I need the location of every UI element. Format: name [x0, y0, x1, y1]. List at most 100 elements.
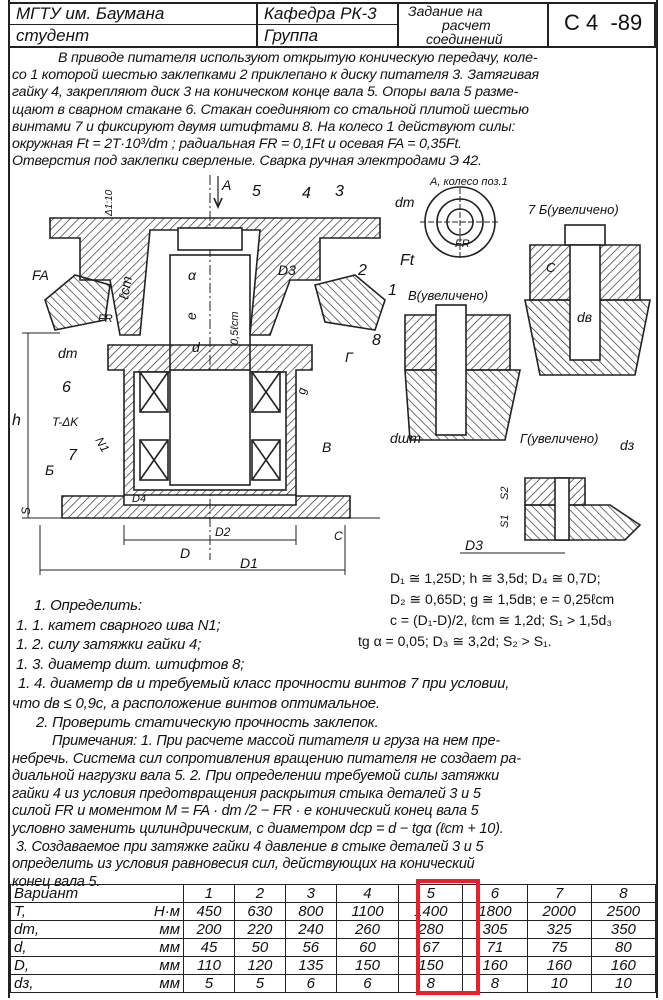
- divider: [256, 4, 258, 46]
- task-title-line2: расчет: [442, 17, 491, 33]
- bolt-db-label: dв: [577, 309, 592, 325]
- tolerance-label: Δ1:10: [104, 189, 115, 217]
- bolt-7: [569, 244, 601, 361]
- table-cell: 260: [335, 920, 400, 939]
- detail-g-bottom: [524, 504, 642, 541]
- university-name: МГТУ им. Баумана: [16, 4, 165, 23]
- variant-header: Вариант: [10, 884, 137, 903]
- task-list: 1. Определить: 1. 1. катет сварного шва …: [12, 596, 652, 733]
- note-line: небречь. Система сил сопротивления враще…: [12, 750, 521, 767]
- table-cell: 325: [526, 920, 592, 939]
- formula-line: D₁ ≅ 1,25D; h ≅ 3,5d; D₄ ≅ 0,7D;: [390, 570, 601, 586]
- g-label: g: [294, 386, 309, 395]
- text-line: щают в сварном стакане 6. Стакан соединя…: [12, 101, 529, 118]
- gear-1-right: [314, 274, 386, 331]
- unit-cell: [137, 884, 184, 903]
- D-label: D: [180, 545, 190, 561]
- parameter-unit: мм: [137, 920, 184, 939]
- detail-g-mark: Г: [345, 349, 354, 365]
- detail-b-caption: 7 Б(увеличено): [528, 202, 619, 217]
- table-header-row: Вариант 1 2 3 4 5 6 7 8: [10, 884, 657, 903]
- table-cell: 1100: [335, 902, 400, 921]
- table-cell: 2500: [590, 902, 657, 921]
- department-name: Кафедра РК-3: [264, 4, 377, 23]
- table-cell: 10: [590, 974, 657, 993]
- variant-number: 7: [526, 884, 592, 903]
- divider: [397, 4, 399, 46]
- table-cell: 150: [335, 956, 400, 975]
- formula-line: tg α = 0,05; D₃ ≅ 3,2d; S₂ > S₁.: [358, 633, 552, 649]
- pin-8: [435, 304, 467, 436]
- table-cell: 5: [233, 974, 286, 993]
- variant-number: 3: [284, 884, 337, 903]
- notes: Примечания: 1. При расчете массой питате…: [12, 733, 652, 891]
- text-line: Отверстия под заклепки сверленые. Сварка…: [12, 153, 482, 170]
- task-title-line1: Задание на: [408, 3, 483, 19]
- c-label: C: [334, 529, 343, 543]
- text-line: со 1 которой шестью заклепками 2 приклеп…: [12, 67, 539, 84]
- table-cell: 450: [183, 902, 235, 921]
- s1-label: S1: [499, 515, 511, 528]
- detail-v-mark: В: [322, 439, 331, 455]
- nut-4: [177, 227, 243, 251]
- variant-number: 2: [233, 884, 286, 903]
- base-plate: [61, 495, 351, 519]
- variant-number: 4: [335, 884, 400, 903]
- view-a-dm-label: dm: [395, 194, 415, 210]
- d3-label: D3: [278, 262, 296, 278]
- text-line: В приводе питателя используют открытую к…: [58, 50, 538, 66]
- part-5-label: 5: [252, 183, 261, 200]
- variant-number: 1: [183, 884, 235, 903]
- table-cell: 160: [526, 956, 592, 975]
- note-line: силой FR и моментом M = FA · dm /2 − FR …: [12, 803, 479, 820]
- part-3-label: 3: [335, 183, 344, 200]
- parameter-unit: мм: [137, 974, 184, 993]
- table-cell: 800: [284, 902, 337, 921]
- note-line: условно заменить цилиндрическим, с диаме…: [12, 820, 504, 837]
- part-6-label: 6: [62, 379, 71, 396]
- disk-3: [49, 217, 381, 336]
- table-cell: 6: [335, 974, 400, 993]
- note-line: Примечания: 1. При расчете массой питате…: [52, 733, 501, 749]
- text-line: окружная Ft = 2T·10³/dm ; радиальная FR …: [12, 136, 462, 153]
- rivet-dz-label: dз: [620, 437, 635, 453]
- formula-line: D₂ ≅ 0,65D; g ≅ 1,5dв; e = 0,25ℓcm: [390, 591, 615, 607]
- table-cell: 200: [183, 920, 235, 939]
- part-7-label: 7: [68, 447, 78, 464]
- table-cell: 6: [284, 974, 337, 993]
- force-fa-label: FA: [32, 267, 49, 283]
- divider: [547, 4, 549, 46]
- variant-number: 8: [590, 884, 657, 903]
- table-cell: 56: [284, 938, 337, 957]
- detail-v-caption: В(увеличено): [408, 288, 488, 303]
- part-1-label: 1: [388, 282, 397, 299]
- table-cell: 280: [398, 920, 464, 939]
- table-cell: 630: [233, 902, 286, 921]
- d4-label: D4: [132, 493, 146, 505]
- table-cell: 80: [590, 938, 657, 957]
- parameter-label: dm,: [10, 920, 137, 939]
- task-item: 2. Проверить статическую прочность закле…: [36, 714, 379, 731]
- task-title-line3: соединений: [426, 31, 503, 47]
- task-item: 1. 2. силу затяжки гайки 4;: [16, 636, 202, 653]
- dimension-formulas: D₁ ≅ 1,25D; h ≅ 3,5d; D₄ ≅ 0,7D; D₂ ≅ 0,…: [358, 568, 660, 652]
- divider: [10, 24, 397, 25]
- dm-label: dm: [58, 345, 78, 361]
- note-line: 3. Создаваемое при затяжке гайки 4 давле…: [16, 838, 484, 855]
- formula-line: c = (D₁-D)/2, ℓcm ≅ 1,2d; S₁ > 1,5d₃: [390, 612, 613, 628]
- rivet-2: [554, 477, 570, 541]
- part-4-label: 4: [302, 185, 311, 202]
- title-block: МГТУ им. Баумана студент Кафедра РК-3 Гр…: [8, 2, 656, 48]
- parameter-unit: мм: [137, 956, 184, 975]
- detail-b-mark: Б: [45, 462, 54, 478]
- parameter-label: dз,: [10, 974, 137, 993]
- note-line: диальной нагрузки вала 5. 2. При определ…: [12, 768, 500, 785]
- detail-g-caption: Г(увеличено): [520, 431, 598, 446]
- gear-1-left: [44, 274, 111, 331]
- s2-label: S2: [499, 487, 511, 500]
- table-cell: 135: [284, 956, 337, 975]
- table-cell: 1400: [398, 902, 464, 921]
